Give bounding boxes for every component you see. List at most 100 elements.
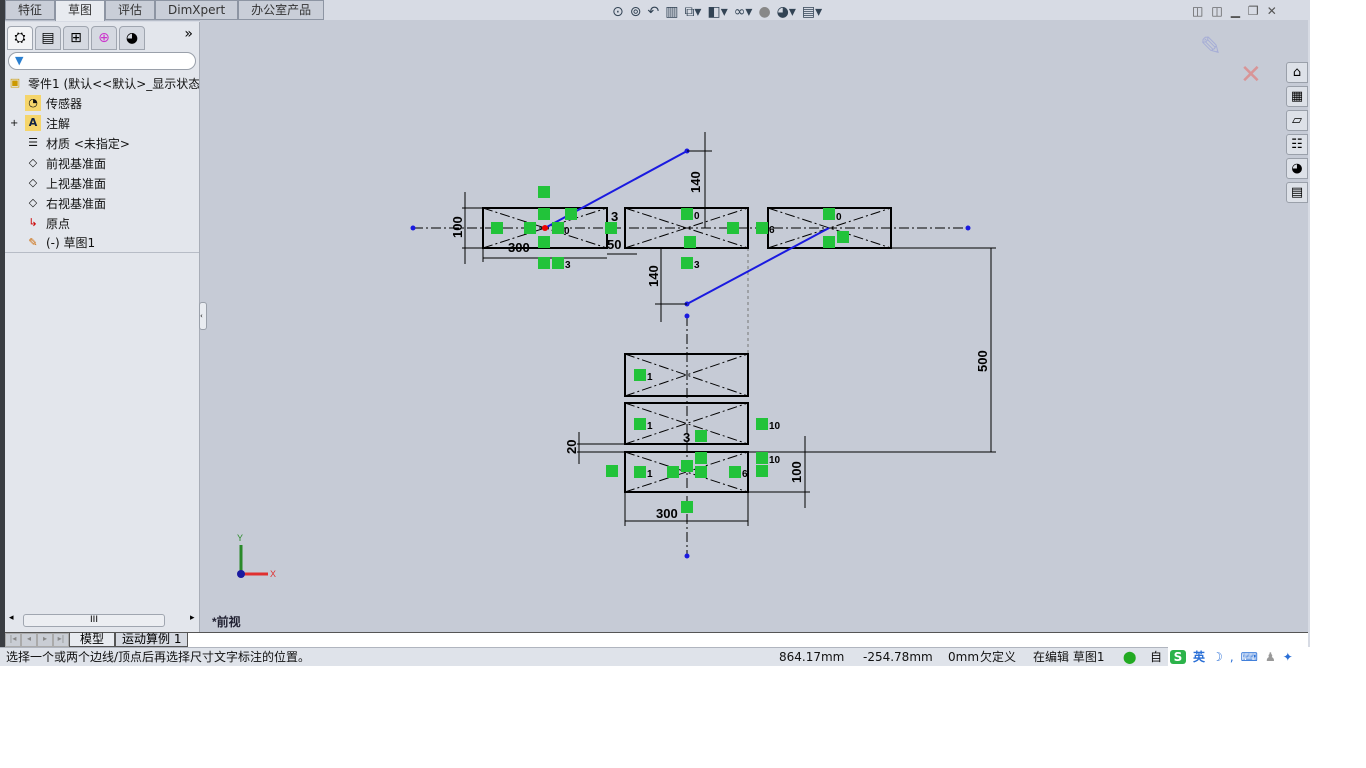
axis-y-label: Y: [237, 533, 243, 543]
scrollbar-thumb[interactable]: III: [23, 614, 165, 627]
tab-office-products[interactable]: 办公室产品: [238, 0, 325, 20]
tab-sketch[interactable]: 草图: [55, 0, 106, 21]
close-icon[interactable]: ✕: [1266, 4, 1277, 18]
half-width-icon[interactable]: ☽: [1212, 649, 1223, 664]
status-message: 选择一个或两个边线/顶点后再选择尺寸文字标注的位置。: [6, 650, 311, 664]
next-tab-icon[interactable]: ▸: [37, 633, 53, 647]
scroll-left-icon[interactable]: ◂: [9, 613, 14, 623]
restore-icon[interactable]: ❐: [1247, 4, 1259, 18]
tree-item-right-plane[interactable]: ◇右视基准面: [5, 193, 199, 213]
relation-label: 10: [769, 421, 781, 432]
dimension-3-bottom[interactable]: 3: [683, 430, 690, 445]
prev-tab-icon[interactable]: ◂: [21, 633, 37, 647]
dimxpert-manager-tab-icon[interactable]: ⊕: [91, 26, 117, 50]
panel-collapse-handle[interactable]: ‹: [199, 302, 207, 330]
relation-label: 6: [769, 225, 775, 236]
dimension-140-top[interactable]: 140: [688, 171, 703, 193]
dimension-140-bottom[interactable]: 140: [646, 265, 661, 287]
bottom-tabs: |◂ ◂ ▸ ▸| 模型 运动算例 1: [5, 632, 1308, 647]
tree-horizontal-scrollbar[interactable]: ◂ III ▸: [5, 612, 199, 629]
dimension-500[interactable]: 500: [975, 350, 990, 372]
relation-label: 1: [647, 421, 653, 432]
tree-item-front-plane[interactable]: ◇前视基准面: [5, 153, 199, 173]
section-view-icon[interactable]: ▥: [665, 4, 679, 20]
relation-badges[interactable]: [491, 186, 849, 513]
first-tab-icon[interactable]: |◂: [5, 633, 21, 647]
previous-view-icon[interactable]: ↶: [647, 4, 660, 20]
apply-scene-icon[interactable]: ◕▾: [776, 4, 796, 20]
status-bar: 选择一个或两个边线/顶点后再选择尺寸文字标注的位置。 864.17mm -254…: [0, 647, 1310, 666]
sketch-icon: ✎: [28, 235, 38, 249]
left-edge-strip: [0, 0, 5, 666]
dimension-3-top[interactable]: 3: [611, 209, 618, 224]
relation-label: 3: [565, 260, 571, 271]
tab-features[interactable]: 特征: [5, 0, 56, 20]
tree-filter-input[interactable]: ▼: [8, 52, 196, 70]
punctuation-icon[interactable]: ‚: [1229, 649, 1234, 664]
plane-icon: ◇: [28, 176, 38, 189]
sogou-logo-icon[interactable]: S: [1170, 649, 1186, 664]
view-orientation-icon[interactable]: ⧉▾: [684, 4, 702, 20]
appearances-icon[interactable]: ◕: [1286, 158, 1308, 179]
prev-window-icon[interactable]: ◫: [1192, 4, 1204, 18]
units-status[interactable]: 自: [1150, 650, 1163, 664]
tab-motion-study-1[interactable]: 运动算例 1: [115, 633, 189, 647]
view-settings-icon[interactable]: ▤▾: [801, 4, 823, 20]
tree-item-material[interactable]: ☰材质 <未指定>: [5, 133, 199, 153]
tree-item-part[interactable]: ▣零件1 (默认<<默认>_显示状态: [5, 73, 199, 93]
view-palette-icon[interactable]: ☷: [1286, 134, 1308, 155]
confirm-sketch-icon[interactable]: ✎: [1200, 32, 1222, 62]
dimension-300-top[interactable]: 300: [508, 240, 530, 255]
solidworks-resources-icon[interactable]: ⌂: [1286, 62, 1308, 83]
view-orientation-label: *前视: [212, 614, 241, 629]
configuration-manager-tab-icon[interactable]: ⊞: [63, 26, 89, 50]
annotation-icon: A: [25, 115, 41, 131]
rebuild-status-icon[interactable]: ⬤: [1123, 650, 1137, 664]
origin-icon: ↳: [28, 216, 38, 229]
sketch-canvas[interactable]: 140 140 100 300 50 500 20 100 300 3 3 0 …: [200, 20, 1308, 632]
file-explorer-icon[interactable]: ▱: [1286, 110, 1308, 131]
custom-properties-icon[interactable]: ▤: [1286, 182, 1308, 203]
dimension-50[interactable]: 50: [607, 237, 621, 252]
tree-item-sketch1[interactable]: ✎(-) 草图1: [5, 233, 199, 253]
status-z-coordinate: 0mm: [948, 650, 980, 664]
ime-language-toggle[interactable]: 英: [1193, 650, 1206, 664]
property-manager-tab-icon[interactable]: ▤: [35, 26, 61, 50]
user-icon[interactable]: ♟: [1264, 649, 1276, 664]
tab-dimxpert[interactable]: DimXpert: [155, 0, 239, 20]
next-window-icon[interactable]: ◫: [1211, 4, 1223, 18]
tree-item-sensors[interactable]: ◔传感器: [5, 93, 199, 113]
settings-wrench-icon[interactable]: ✦: [1282, 649, 1293, 664]
dimension-100-left[interactable]: 100: [450, 216, 465, 238]
dimension-20[interactable]: 20: [564, 440, 579, 454]
graphics-area[interactable]: 140 140 100 300 50 500 20 100 300 3 3 0 …: [200, 20, 1308, 632]
more-tabs-button[interactable]: »: [184, 26, 193, 42]
expand-icon[interactable]: +: [10, 117, 19, 129]
last-tab-icon[interactable]: ▸|: [53, 633, 69, 647]
window-controls: ◫ ◫ ▁ ❐ ✕: [1192, 4, 1277, 18]
status-y-coordinate: -254.78mm: [863, 650, 933, 664]
zoom-to-area-icon[interactable]: ⊚: [629, 4, 642, 20]
reference-triad: Y X: [237, 533, 276, 579]
cancel-sketch-icon[interactable]: ✕: [1240, 60, 1262, 90]
display-manager-tab-icon[interactable]: ◕: [119, 26, 145, 50]
tree-item-top-plane[interactable]: ◇上视基准面: [5, 173, 199, 193]
editing-status: 在编辑 草图1: [1033, 650, 1105, 664]
display-style-icon[interactable]: ◧▾: [707, 4, 728, 20]
scroll-right-icon[interactable]: ▸: [190, 613, 195, 623]
feature-manager-tab-icon[interactable]: ⛭: [7, 26, 33, 50]
hide-show-items-icon[interactable]: ∞▾: [733, 4, 753, 20]
tree-item-origin[interactable]: ↳原点: [5, 213, 199, 233]
relation-label: 10: [769, 455, 781, 466]
tab-evaluate[interactable]: 评估: [105, 0, 156, 20]
task-pane-tabs: ⌂ ▦ ▱ ☷ ◕ ▤: [1286, 62, 1308, 203]
keyboard-icon[interactable]: ⌨: [1240, 649, 1258, 664]
dimension-300-bottom[interactable]: 300: [656, 506, 678, 521]
tab-model[interactable]: 模型: [69, 633, 116, 647]
minimize-icon[interactable]: ▁: [1230, 4, 1240, 18]
edit-appearance-icon[interactable]: ●: [758, 4, 771, 20]
dimension-100-right[interactable]: 100: [789, 461, 804, 483]
zoom-to-fit-icon[interactable]: ⊙: [612, 4, 624, 20]
design-library-icon[interactable]: ▦: [1286, 86, 1308, 107]
